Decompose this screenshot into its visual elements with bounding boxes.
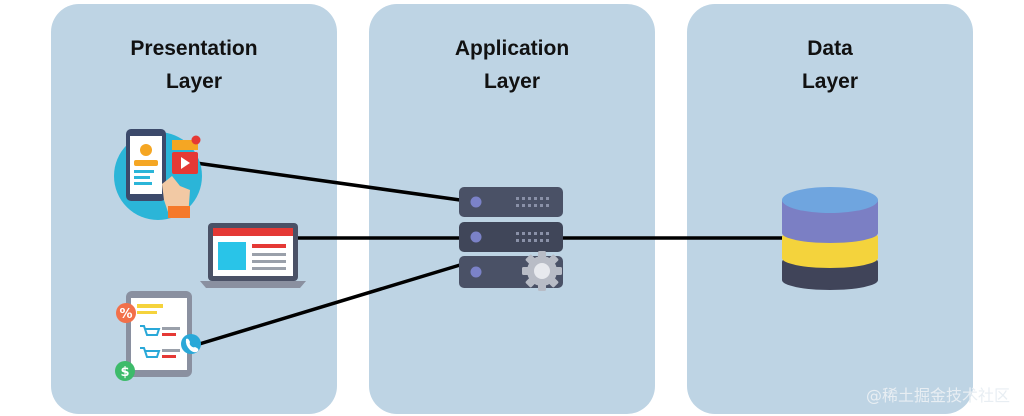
gear-icon [522, 251, 562, 291]
connections [194, 161, 784, 347]
tablet-to-server-line [194, 263, 462, 347]
database-icon [782, 187, 878, 290]
server-stack-icon [459, 187, 563, 291]
laptop-icon [200, 223, 306, 288]
tablet-shop-icon: % $ [115, 291, 201, 381]
percent-badge: % [119, 307, 132, 322]
data-title-line2: Layer [801, 70, 859, 93]
presentation-title-line1: Presentation [130, 37, 258, 60]
mobile-to-server-line [194, 161, 462, 202]
presentation-layer-title: Presentation Layer [51, 32, 337, 98]
mobile-app-icon [114, 129, 202, 220]
watermark: @稀土掘金技术社区 [865, 386, 1010, 405]
data-layer-title: Data Layer [687, 32, 973, 98]
application-title-line1: Application [454, 37, 570, 60]
application-title-line2: Layer [483, 70, 541, 93]
data-title-line1: Data [807, 37, 853, 60]
dollar-badge: $ [120, 365, 129, 380]
application-layer-title: Application Layer [369, 32, 655, 98]
presentation-title-line2: Layer [165, 70, 223, 93]
